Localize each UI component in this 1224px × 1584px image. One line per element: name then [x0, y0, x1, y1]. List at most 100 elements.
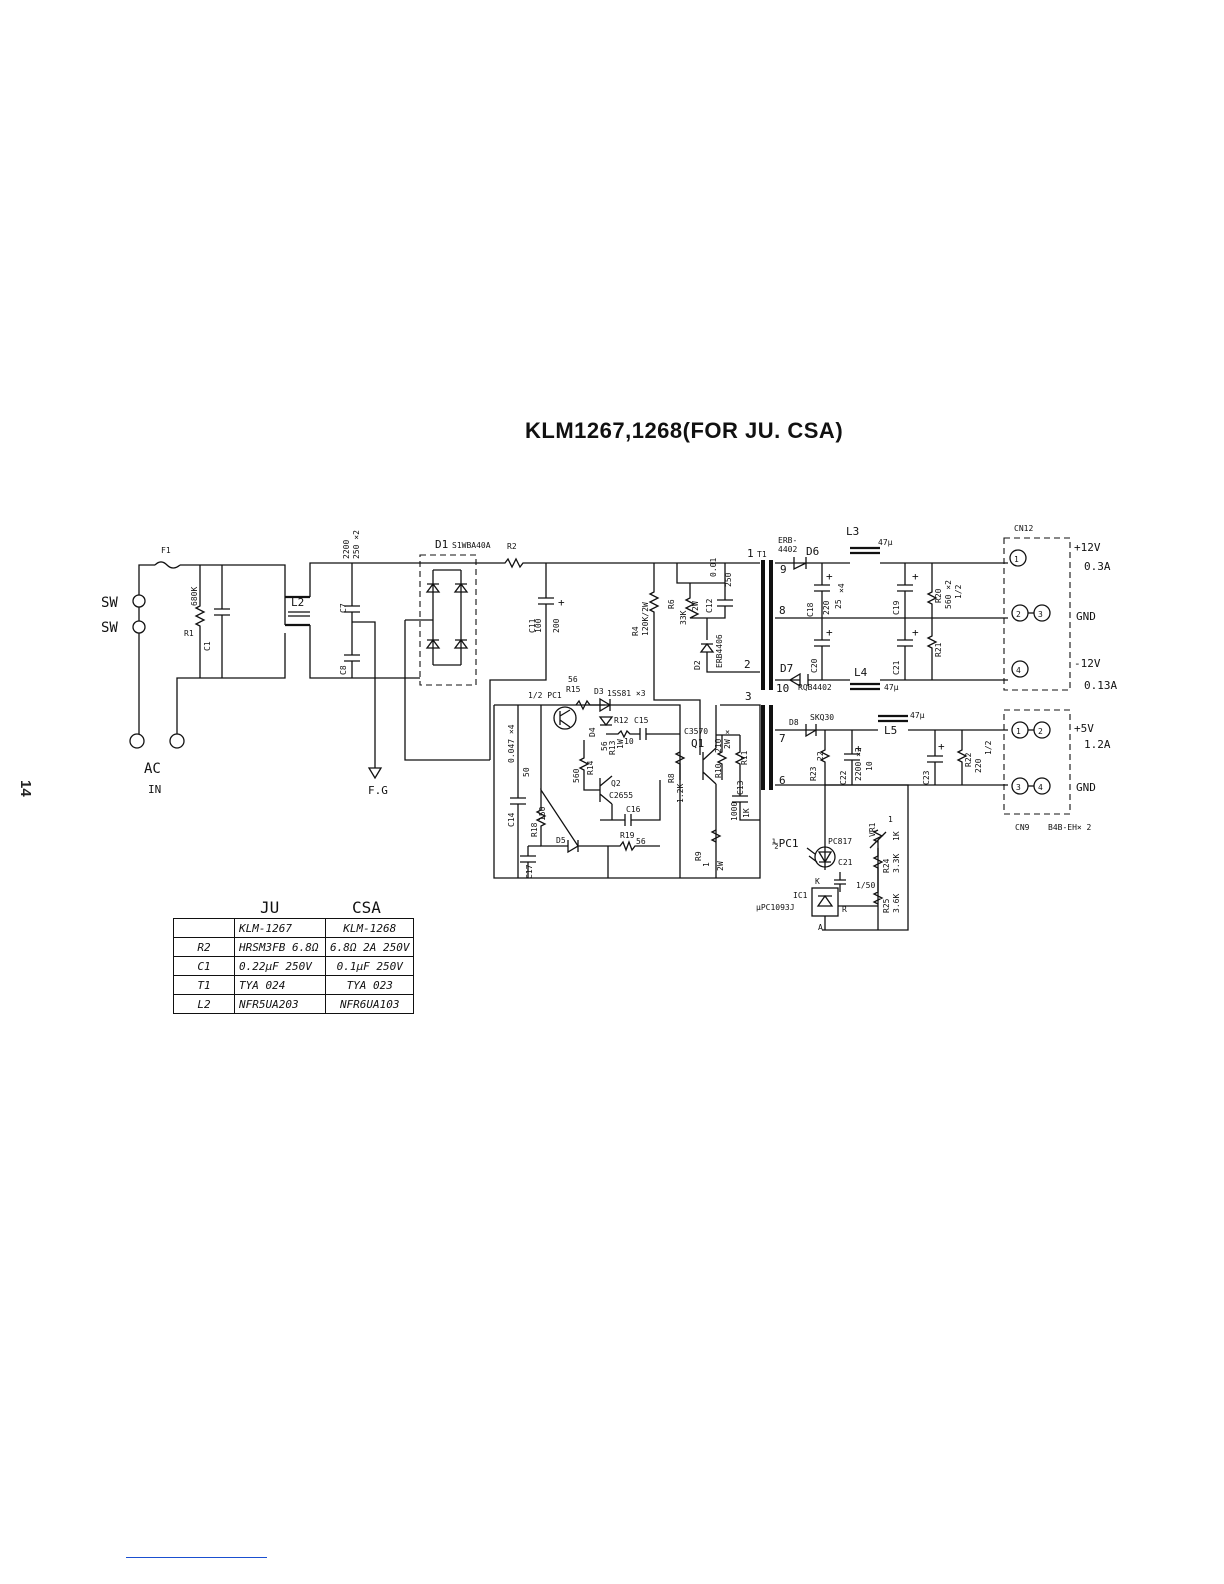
c78-value: 2200: [342, 540, 351, 559]
d7-label: D7: [780, 662, 793, 675]
cn12-pin4: 4: [1016, 666, 1021, 675]
r22-watt: 1/2: [984, 740, 993, 755]
table-ju-value: 0.22µF 250V: [234, 956, 326, 976]
cn12-pin3: 3: [1038, 610, 1043, 619]
page-title: KLM1267,1268(FOR JU. CSA): [525, 418, 844, 443]
cn12-label: CN12: [1014, 524, 1033, 533]
pc1-part: PC817: [828, 837, 852, 846]
r18-label: R18: [530, 822, 539, 837]
cn9-pin2: 2: [1038, 727, 1043, 736]
ic1-r: R: [842, 905, 847, 914]
d8-part: SKQ30: [810, 713, 834, 722]
q2-part: C2655: [609, 791, 633, 800]
t1-pin6: 6: [779, 774, 786, 787]
table-row: C1 0.22µF 250V 0.1µF 250V: [173, 956, 415, 976]
q1-label: Q1: [691, 737, 704, 750]
d8-diode: [775, 724, 1008, 738]
svg-text:+: +: [855, 742, 862, 755]
r25-label: R25: [882, 898, 891, 913]
c22-value2: 10: [865, 761, 874, 771]
feedback-section: ½PC1 PC817 C21 1/50 VR1 1 1K R24 3.3K R2…: [756, 784, 909, 932]
pc1-phototransistor: [553, 706, 577, 730]
c16-capacitor: [600, 780, 661, 826]
table-csa-value: TYA 023: [324, 975, 415, 995]
table-csa-value: NFR6UA103: [324, 994, 415, 1014]
table-part: R2: [173, 937, 235, 957]
d2-label: D2: [693, 660, 702, 670]
line-filter-section: 2200 250 ×2 C7 C8 F.G: [309, 530, 490, 797]
table-csa-value: 6.8Ω 2A 250V: [324, 937, 415, 957]
table-row: L2 NFR5UA203 NFR6UA103: [173, 994, 415, 1014]
table-part: T1: [173, 975, 235, 995]
l2-choke: [285, 595, 310, 627]
variant-table: KLM-1267 KLM-1268 R2 HRSM3FB 6.8Ω 6.8Ω 2…: [173, 918, 415, 1014]
d6-part2: 4402: [778, 545, 797, 554]
c13-value2: 1K: [742, 808, 751, 818]
cn9-pin1: 1: [1016, 727, 1021, 736]
table-row: KLM-1267 KLM-1268: [173, 918, 415, 938]
r4-value: 120K/2W: [641, 602, 650, 636]
c23-label: C23: [922, 770, 931, 785]
q1-transistor: [702, 705, 717, 878]
sw-label-1: SW: [101, 595, 118, 611]
r15-value: 56: [568, 675, 578, 684]
svg-text:+: +: [938, 740, 945, 753]
ic1-a: A: [818, 923, 823, 932]
r20-watt: 1/2: [954, 584, 963, 599]
t1-pin9: 9: [780, 563, 787, 576]
d6-diode: [775, 557, 1008, 571]
vr1-value: 1K: [892, 831, 901, 841]
l5-value: 47µ: [910, 711, 925, 720]
r6-label: R6: [667, 599, 676, 609]
d7-part: RQB4402: [798, 683, 832, 692]
out-plus12v: +12V: [1074, 541, 1101, 554]
c11-value: 100: [534, 618, 543, 633]
table-ju-value: NFR5UA203: [234, 994, 326, 1014]
r6-watt: 2W: [691, 601, 700, 611]
r9-watt: 2W: [716, 861, 725, 871]
r22-value: 220: [974, 758, 983, 773]
r8-label: R8: [667, 773, 676, 783]
ic1-k: K: [815, 877, 820, 886]
out-plus5v: +5V: [1074, 722, 1094, 735]
r23-label: R23: [809, 766, 818, 781]
d3-label: D3: [594, 687, 604, 696]
r8-value: 1.2K: [676, 784, 685, 803]
c21-label: C21: [838, 858, 853, 867]
d4-diode: [598, 716, 614, 727]
out-plus12v-current: 0.3A: [1084, 560, 1111, 573]
svg-text:+: +: [912, 570, 919, 583]
t1-pin8: 8: [779, 604, 786, 617]
r10-label: R10: [714, 763, 723, 778]
r24-value: 3.3K: [892, 854, 901, 873]
c14-label: C14: [507, 812, 516, 827]
r4-label: R4: [631, 626, 640, 636]
c19-label: C19: [892, 600, 901, 615]
r23-value: 22: [816, 751, 825, 761]
t1-pin3: 3: [745, 690, 752, 703]
r14-label: R14: [586, 760, 595, 775]
out-minus12v-current: 0.13A: [1084, 679, 1117, 692]
cn9-label: CN9: [1015, 823, 1030, 832]
r10-value: 210: [714, 738, 723, 753]
c1-label: C1: [203, 641, 212, 651]
c78-value2: 250 ×2: [352, 530, 361, 559]
q2-transistor: [599, 775, 613, 820]
c18-value2: 25: [834, 599, 843, 609]
secondary-5v-section: D8 SKQ30 L5 47µ R23 22 C22 2200 ×2 10 + …: [775, 711, 1008, 786]
ac-terminal-2: [169, 733, 185, 749]
cn9-pin3: 3: [1016, 783, 1021, 792]
table-part: C1: [173, 956, 235, 976]
r24-label: R24: [882, 858, 891, 873]
d1-bridge-rectifier: D1 S1WBA40A: [404, 538, 491, 761]
r1-value: 680K: [190, 587, 199, 606]
d3-diode: [599, 697, 612, 713]
r9-label: R9: [694, 851, 703, 861]
c20-label: C20: [810, 658, 819, 673]
vr1-label: VR1: [868, 822, 877, 837]
vr1-pin: 1: [888, 815, 893, 824]
snubber-section: R4 120K/2W R6 33K 2W 0.01 250 C12 D2 ERB…: [631, 558, 760, 755]
r12-label: R12: [614, 716, 629, 725]
d6-part: ERB-: [778, 536, 797, 545]
c13-value: 1000: [730, 802, 739, 821]
